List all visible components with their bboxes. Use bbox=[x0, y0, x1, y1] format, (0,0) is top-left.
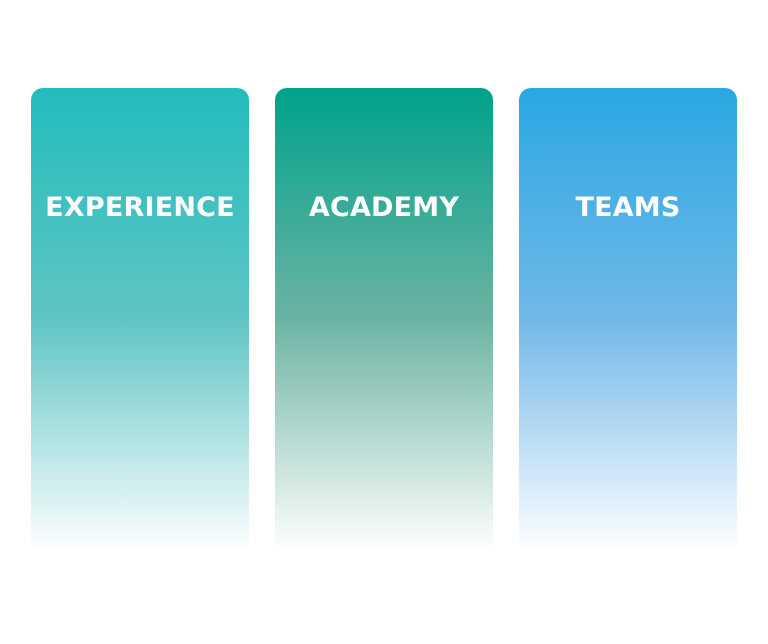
academy-card-title: ACADEMY bbox=[308, 192, 460, 223]
experience-card[interactable]: EXPERIENCE bbox=[31, 88, 249, 552]
experience-card-title: EXPERIENCE bbox=[45, 192, 235, 223]
teams-card-title: TEAMS bbox=[575, 192, 681, 223]
teams-card[interactable]: TEAMS bbox=[519, 88, 737, 552]
academy-card[interactable]: ACADEMY bbox=[275, 88, 493, 552]
